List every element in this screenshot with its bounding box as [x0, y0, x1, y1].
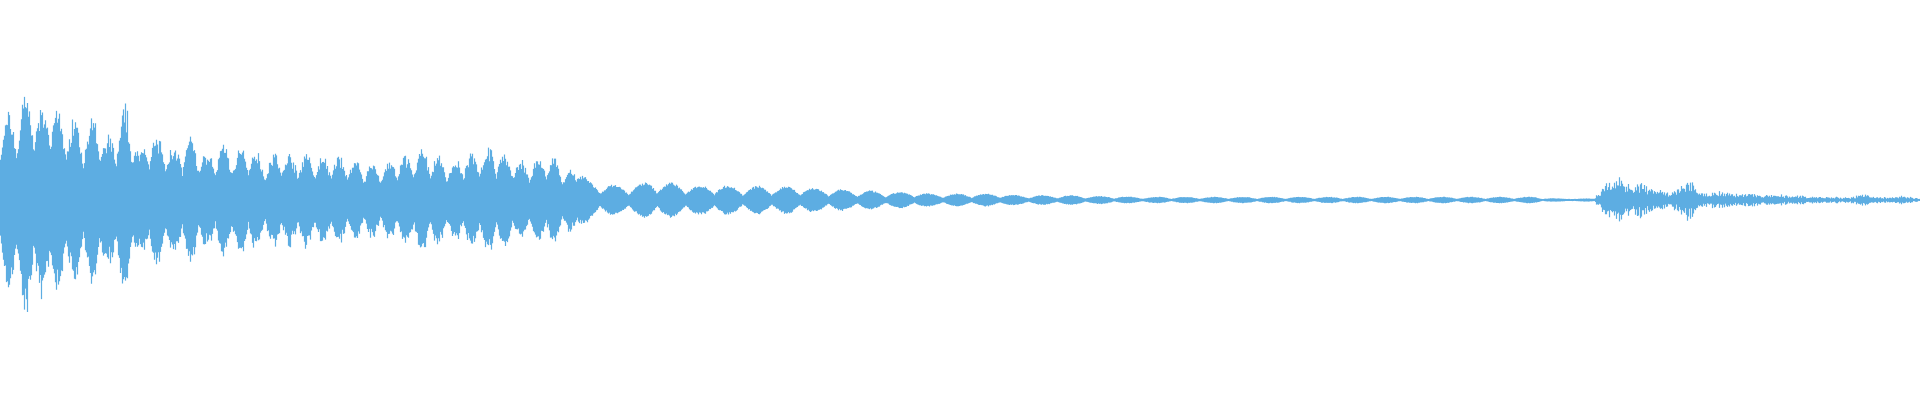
waveform-path [0, 96, 1920, 312]
waveform-bars [0, 96, 1920, 312]
